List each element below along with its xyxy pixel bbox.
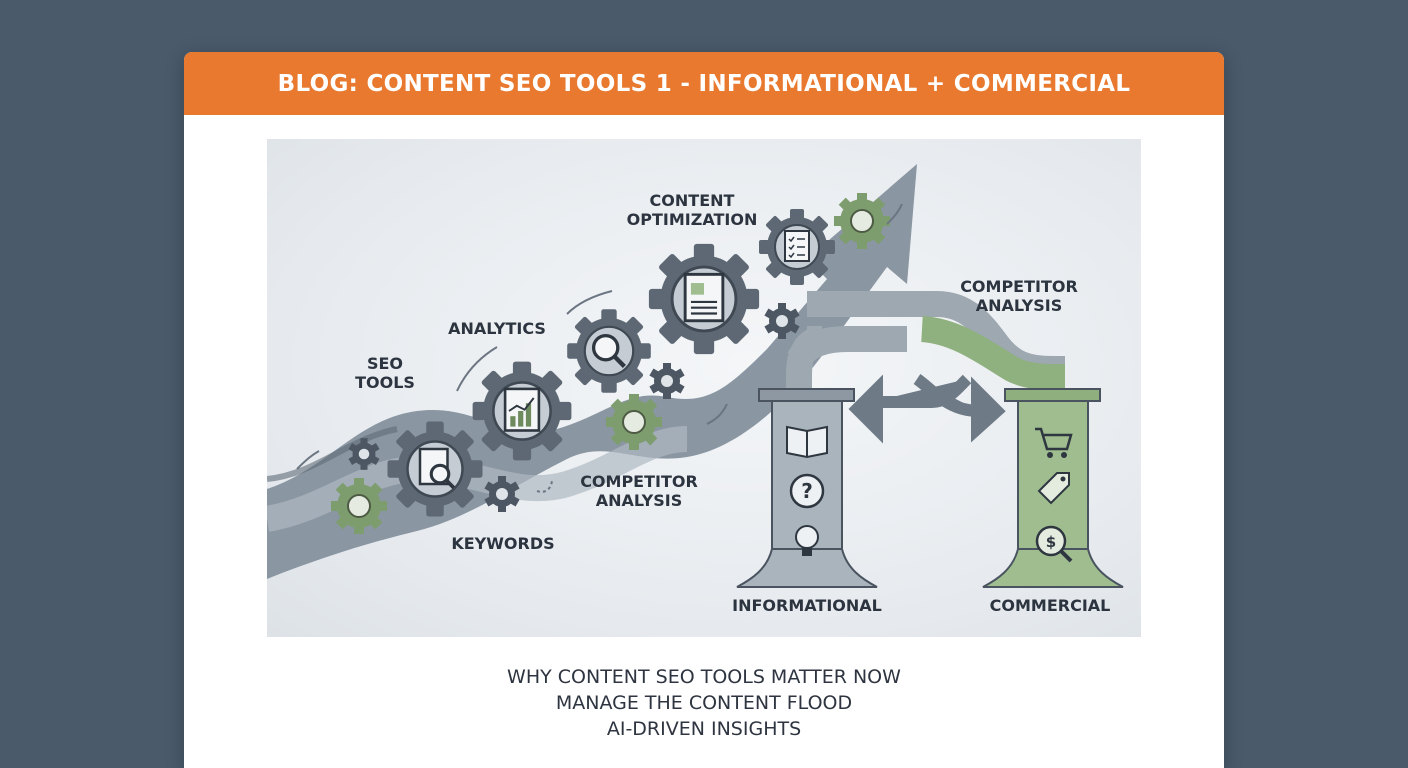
- document-search-icon: [386, 420, 484, 518]
- label-informational: INFORMATIONAL: [732, 596, 882, 615]
- label-competitor-right: COMPETITOR: [960, 277, 1078, 296]
- footer-line: AI-DRIVEN INSIGHTS: [606, 718, 802, 740]
- footer-line: WHY CONTENT SEO TOOLS MATTER NOW: [507, 666, 901, 688]
- gear-icon: [833, 192, 891, 250]
- pillar-informational: ?: [736, 388, 878, 588]
- seo-diagram: ?: [267, 139, 1141, 637]
- label-analytics: ANALYTICS: [448, 319, 546, 338]
- label-seo: SEO: [367, 354, 403, 373]
- label-competitor-mid: COMPETITOR: [580, 472, 698, 491]
- footer-line: MANAGE THE CONTENT FLOOD: [555, 692, 853, 714]
- label-tools: TOOLS: [355, 373, 415, 392]
- dollar-search-icon: $: [1035, 525, 1073, 563]
- gear-icon: [605, 393, 663, 451]
- book-icon: [786, 425, 828, 459]
- gear-icon: [330, 477, 388, 535]
- label-analysis-right: ANALYSIS: [976, 296, 1062, 315]
- magnifier-icon: [566, 308, 652, 394]
- cart-icon: [1035, 427, 1073, 458]
- svg-text:?: ?: [801, 479, 813, 503]
- label-content: CONTENT: [650, 191, 735, 210]
- flow-arrows: [296, 203, 903, 493]
- blog-card: BLOG: CONTENT SEO TOOLS 1 - INFORMATIONA…: [184, 52, 1224, 768]
- footer-lines: WHY CONTENT SEO TOOLS MATTER NOW MANAGE …: [184, 664, 1224, 742]
- svg-text:$: $: [1046, 533, 1056, 551]
- chart-document-icon: [471, 360, 573, 462]
- checklist-icon: [758, 208, 836, 286]
- card-title: BLOG: CONTENT SEO TOOLS 1 - INFORMATIONA…: [277, 70, 1131, 97]
- label-commercial: COMMERCIAL: [990, 596, 1111, 615]
- label-keywords: KEYWORDS: [451, 534, 554, 553]
- label-optimization: OPTIMIZATION: [627, 210, 758, 229]
- document-icon: [647, 242, 761, 356]
- label-analysis-mid: ANALYSIS: [596, 491, 682, 510]
- pipes: [786, 291, 1065, 444]
- lightbulb-icon: [795, 525, 819, 556]
- question-icon: ?: [789, 473, 825, 509]
- card-header: BLOG: CONTENT SEO TOOLS 1 - INFORMATIONA…: [184, 52, 1224, 115]
- gear-icon: [649, 363, 685, 399]
- price-tag-icon: [1037, 472, 1070, 505]
- pillar-commercial: $: [982, 388, 1124, 588]
